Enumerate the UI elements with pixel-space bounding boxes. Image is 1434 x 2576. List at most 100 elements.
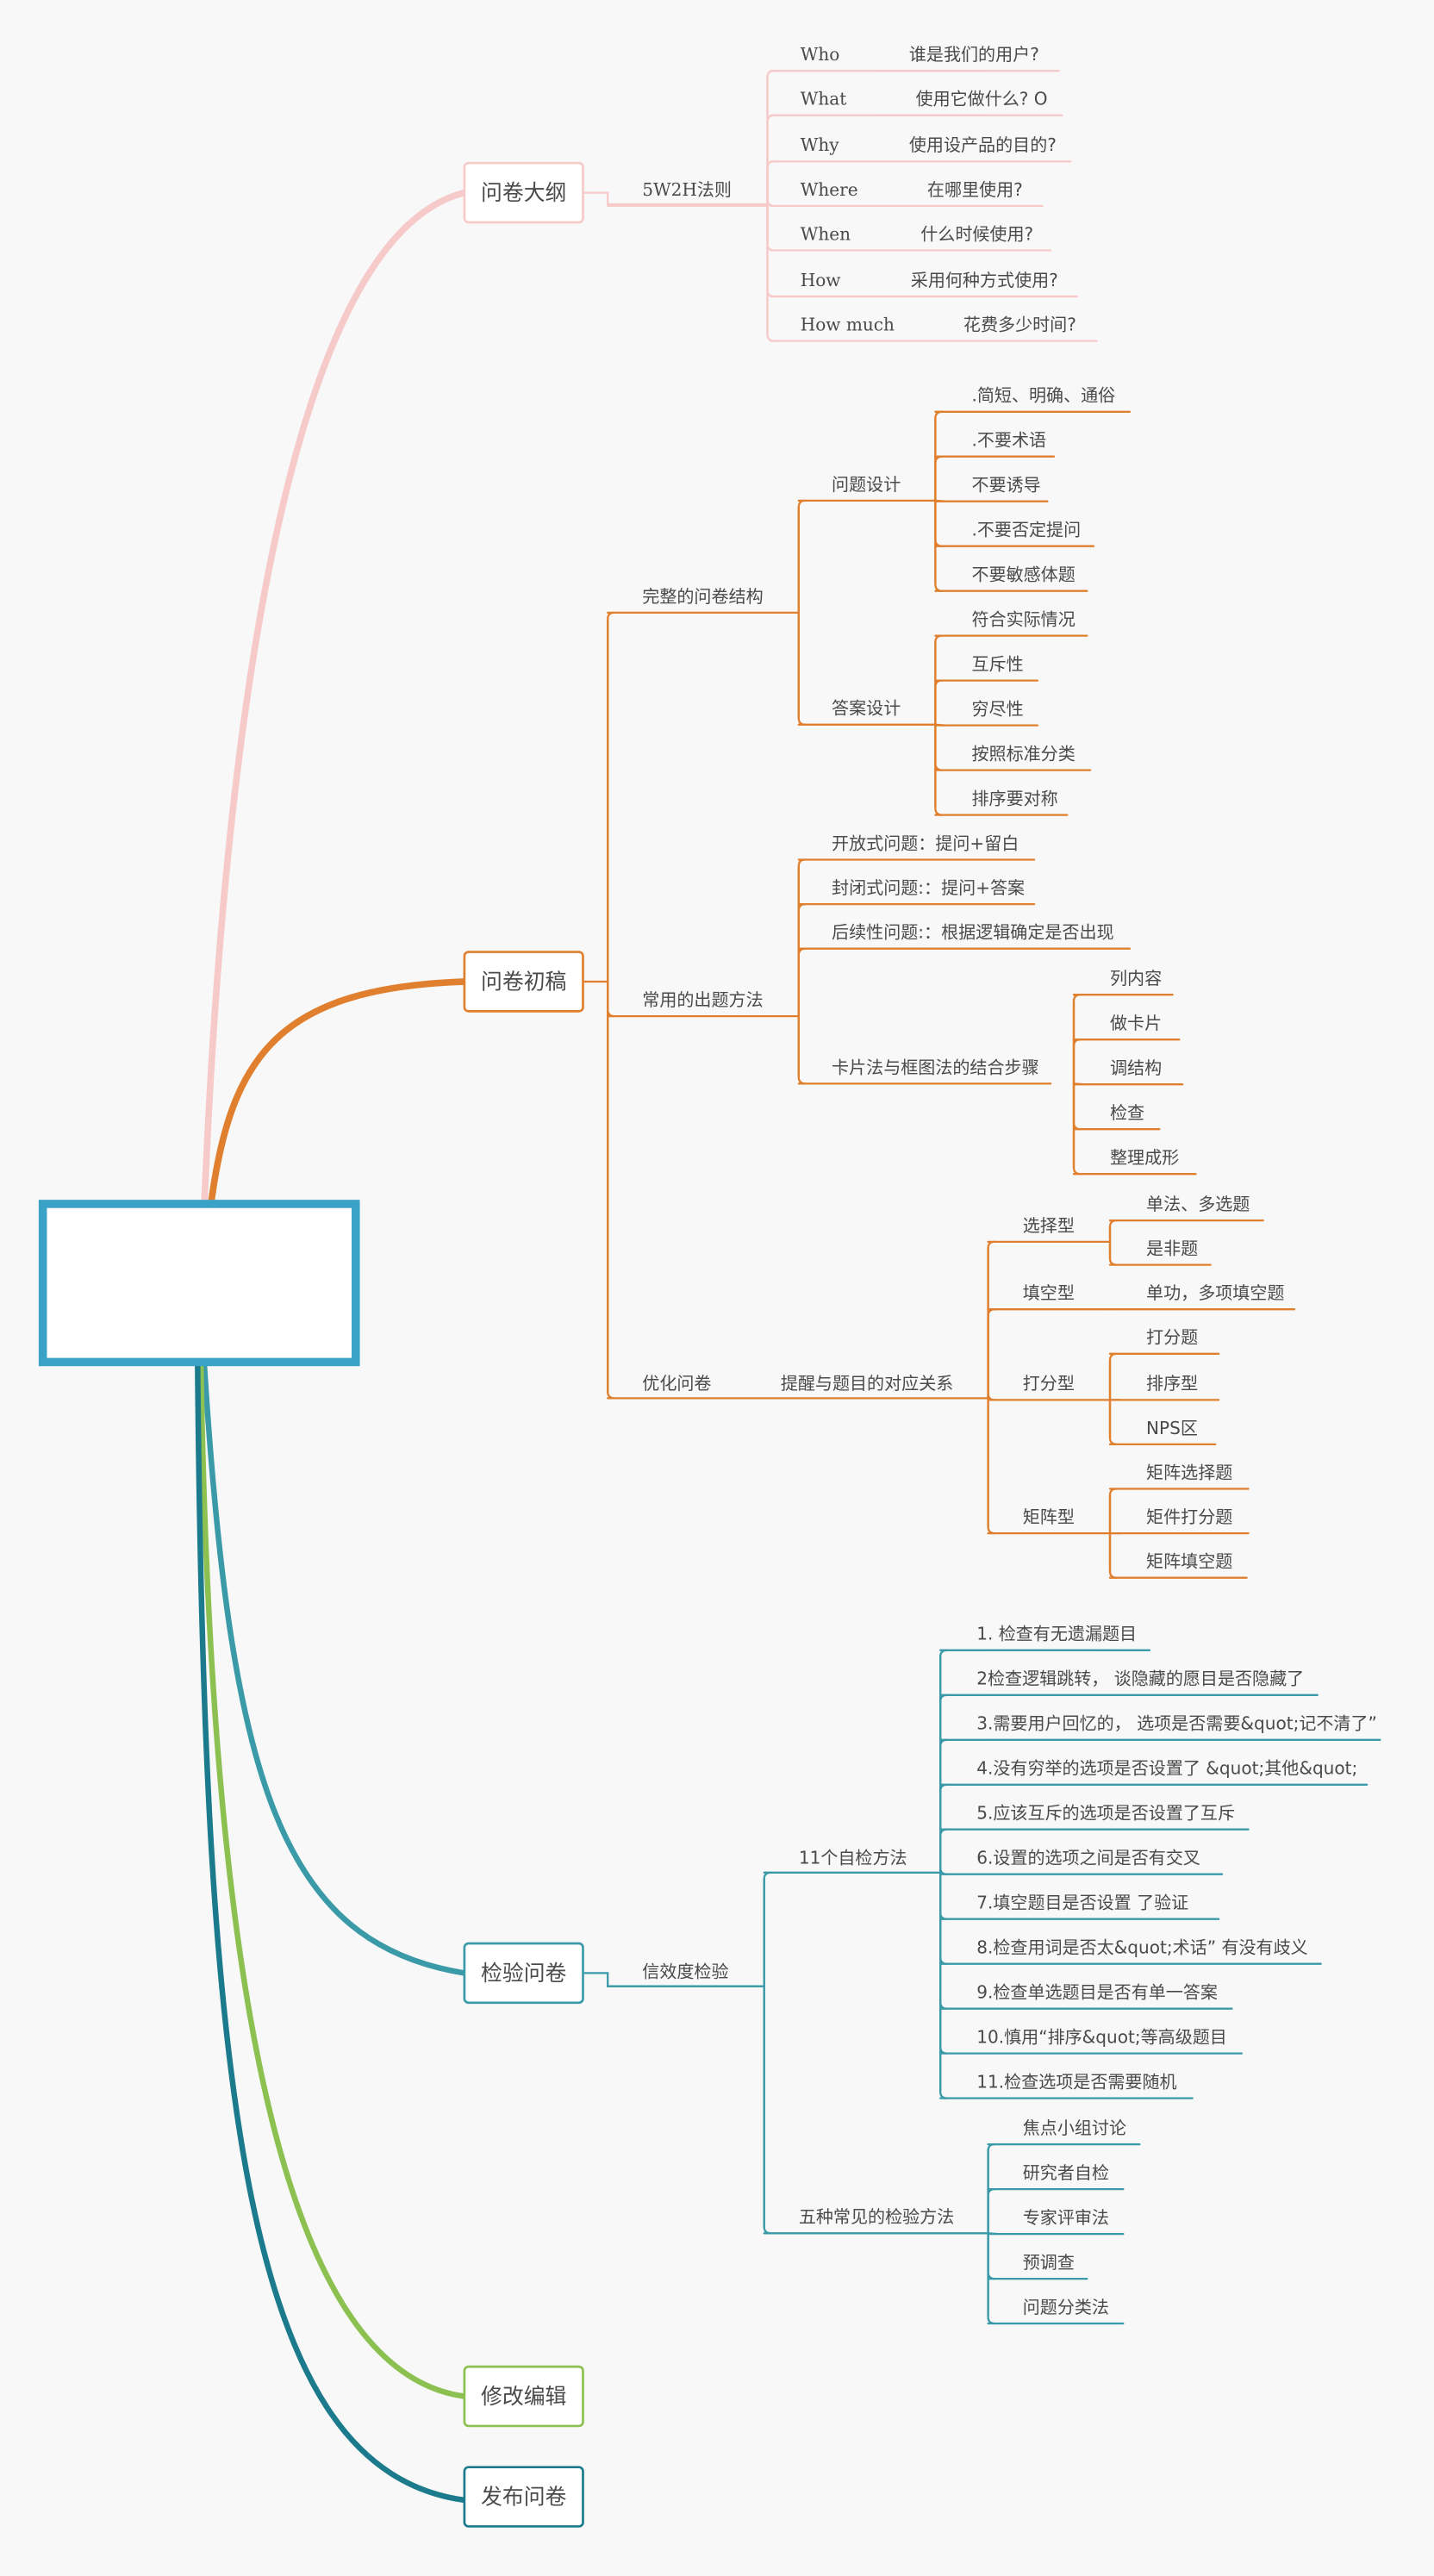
type-item: 是非题 bbox=[1146, 1238, 1198, 1259]
connector bbox=[582, 191, 769, 206]
topic-outline-box[interactable] bbox=[463, 161, 584, 224]
w-answer-0: 谁是我们的用户? bbox=[909, 44, 1039, 65]
self-check-item: 9.检查单选题目是否有单一答案 bbox=[976, 1982, 1218, 2003]
w-answer-5: 采用何种方式使用? bbox=[911, 270, 1058, 290]
question-mapping: 提醒与题目的对应关系 bbox=[781, 1373, 953, 1394]
topic-outline-label[interactable]: 问卷大纲 bbox=[481, 180, 566, 205]
connector bbox=[934, 723, 944, 771]
common-check-item: 专家评审法 bbox=[1023, 2207, 1109, 2228]
common-check-item: 研究者自检 bbox=[1023, 2162, 1109, 2183]
connector bbox=[934, 679, 944, 726]
w-question-3: Where bbox=[801, 179, 858, 200]
w-question-1: What bbox=[801, 89, 847, 109]
connector bbox=[1108, 1219, 1118, 1244]
type-item: NPS区 bbox=[1146, 1418, 1198, 1438]
root-node-box[interactable] bbox=[38, 1200, 360, 1367]
design-rule: 穷尽性 bbox=[971, 698, 1023, 719]
curve-draft bbox=[207, 978, 468, 1209]
topic-edit-box[interactable] bbox=[463, 2365, 584, 2428]
question-design: 问题设计 bbox=[832, 474, 901, 495]
common-check-item: 焦点小组讨论 bbox=[1023, 2118, 1126, 2138]
connector bbox=[797, 1014, 807, 1085]
design-rule: 符合实际情况 bbox=[971, 609, 1075, 630]
question-type: 打分型 bbox=[1023, 1373, 1075, 1394]
design-rule: 按照标准分类 bbox=[971, 743, 1075, 764]
topic-check-label[interactable]: 检验问卷 bbox=[481, 1961, 566, 1986]
question-method: 后续性问题:：根据逻辑确定是否出现 bbox=[832, 922, 1114, 943]
connector bbox=[934, 455, 944, 502]
curve-check bbox=[201, 1361, 468, 1976]
self-check-item: 11.检查选项是否需要随机 bbox=[976, 2072, 1176, 2093]
w-question-2: Why bbox=[801, 134, 840, 155]
connector bbox=[1108, 1399, 1118, 1446]
type-item: 单功，多项填空题 bbox=[1146, 1282, 1284, 1303]
w-question-4: When bbox=[801, 223, 851, 244]
self-check-item: 1. 检查有无遗漏题目 bbox=[976, 1624, 1137, 1644]
question-method: 封闭式问题:：提问+答案 bbox=[832, 877, 1025, 898]
connector bbox=[797, 902, 807, 1018]
design-rule: .简短、明确、通俗 bbox=[971, 385, 1115, 406]
card-step: 整理成形 bbox=[1110, 1147, 1179, 1168]
topic-draft-label[interactable]: 问卷初稿 bbox=[481, 969, 566, 994]
self-check-methods: 11个自检方法 bbox=[799, 1848, 907, 1868]
connector bbox=[1108, 1240, 1118, 1266]
self-check-item: 8.检查用词是否太&quot;术话” 有没有歧义 bbox=[976, 1937, 1307, 1958]
design-rule: 不要诱导 bbox=[971, 475, 1040, 496]
connector bbox=[763, 1985, 772, 2235]
type-item: 矩件打分题 bbox=[1146, 1506, 1232, 1527]
connector bbox=[607, 980, 615, 1400]
w-question-0: Who bbox=[801, 44, 840, 65]
common-check-methods: 五种常见的检验方法 bbox=[799, 2206, 954, 2227]
type-item: 矩阵填空题 bbox=[1146, 1551, 1232, 1572]
question-type: 填空型 bbox=[1023, 1282, 1075, 1303]
connector bbox=[766, 199, 776, 208]
connector bbox=[934, 499, 944, 547]
design-rule: 排序要对称 bbox=[971, 788, 1057, 808]
connector bbox=[987, 1308, 996, 1400]
card-step: 做卡片 bbox=[1110, 1013, 1162, 1033]
rule-5w2h: 5W2H法则 bbox=[642, 179, 732, 200]
question-method: 卡片法与框图法的结合步骤 bbox=[832, 1057, 1039, 1077]
connector bbox=[797, 611, 807, 726]
topic-draft-box[interactable] bbox=[463, 951, 584, 1013]
card-step: 调结构 bbox=[1110, 1057, 1162, 1078]
connector bbox=[797, 858, 807, 1018]
connector bbox=[763, 1871, 772, 1987]
design-rule: 不要敏感体题 bbox=[971, 564, 1075, 585]
self-check-item: 7.填空题目是否设置 了验证 bbox=[976, 1893, 1188, 1913]
answer-design: 答案设计 bbox=[832, 698, 901, 719]
connector bbox=[939, 1871, 948, 2099]
connector bbox=[987, 1397, 996, 1535]
draft-structure: 完整的问卷结构 bbox=[642, 586, 763, 607]
common-check-item: 预调查 bbox=[1023, 2252, 1075, 2273]
card-step: 列内容 bbox=[1110, 968, 1162, 989]
topic-publish-box[interactable] bbox=[463, 2466, 584, 2528]
connector bbox=[939, 1828, 948, 1874]
curve-publish bbox=[195, 1361, 468, 2504]
connector bbox=[607, 611, 615, 983]
self-check-item: 3.需要用户回忆的， 选项是否需要&quot;记不清了” bbox=[976, 1713, 1377, 1734]
self-check-item: 6.设置的选项之间是否有交叉 bbox=[976, 1848, 1200, 1868]
connector bbox=[1108, 1352, 1118, 1401]
draft-methods: 常用的出题方法 bbox=[642, 989, 763, 1010]
connector bbox=[797, 499, 807, 614]
topic-check-box[interactable] bbox=[463, 1942, 584, 2005]
reliability-check: 信效度检验 bbox=[642, 1961, 728, 1981]
connector bbox=[1108, 1488, 1118, 1535]
connector bbox=[1072, 1039, 1082, 1085]
connector bbox=[766, 160, 776, 206]
connector bbox=[987, 2187, 996, 2235]
topic-edit-label[interactable]: 修改编辑 bbox=[481, 2384, 566, 2409]
w-question-5: How bbox=[801, 270, 841, 290]
design-rule: .不要否定提问 bbox=[971, 520, 1081, 540]
w-answer-6: 花费多少时间? bbox=[963, 314, 1076, 334]
design-rule: 互斥性 bbox=[971, 654, 1023, 675]
type-item: 矩阵选择题 bbox=[1146, 1462, 1232, 1482]
common-check-item: 问题分类法 bbox=[1023, 2297, 1109, 2317]
w-answer-3: 在哪里使用? bbox=[927, 179, 1023, 200]
w-answer-1: 使用它做什么? O bbox=[916, 89, 1048, 109]
connector bbox=[766, 203, 776, 342]
topic-publish-label[interactable]: 发布问卷 bbox=[481, 2485, 566, 2510]
